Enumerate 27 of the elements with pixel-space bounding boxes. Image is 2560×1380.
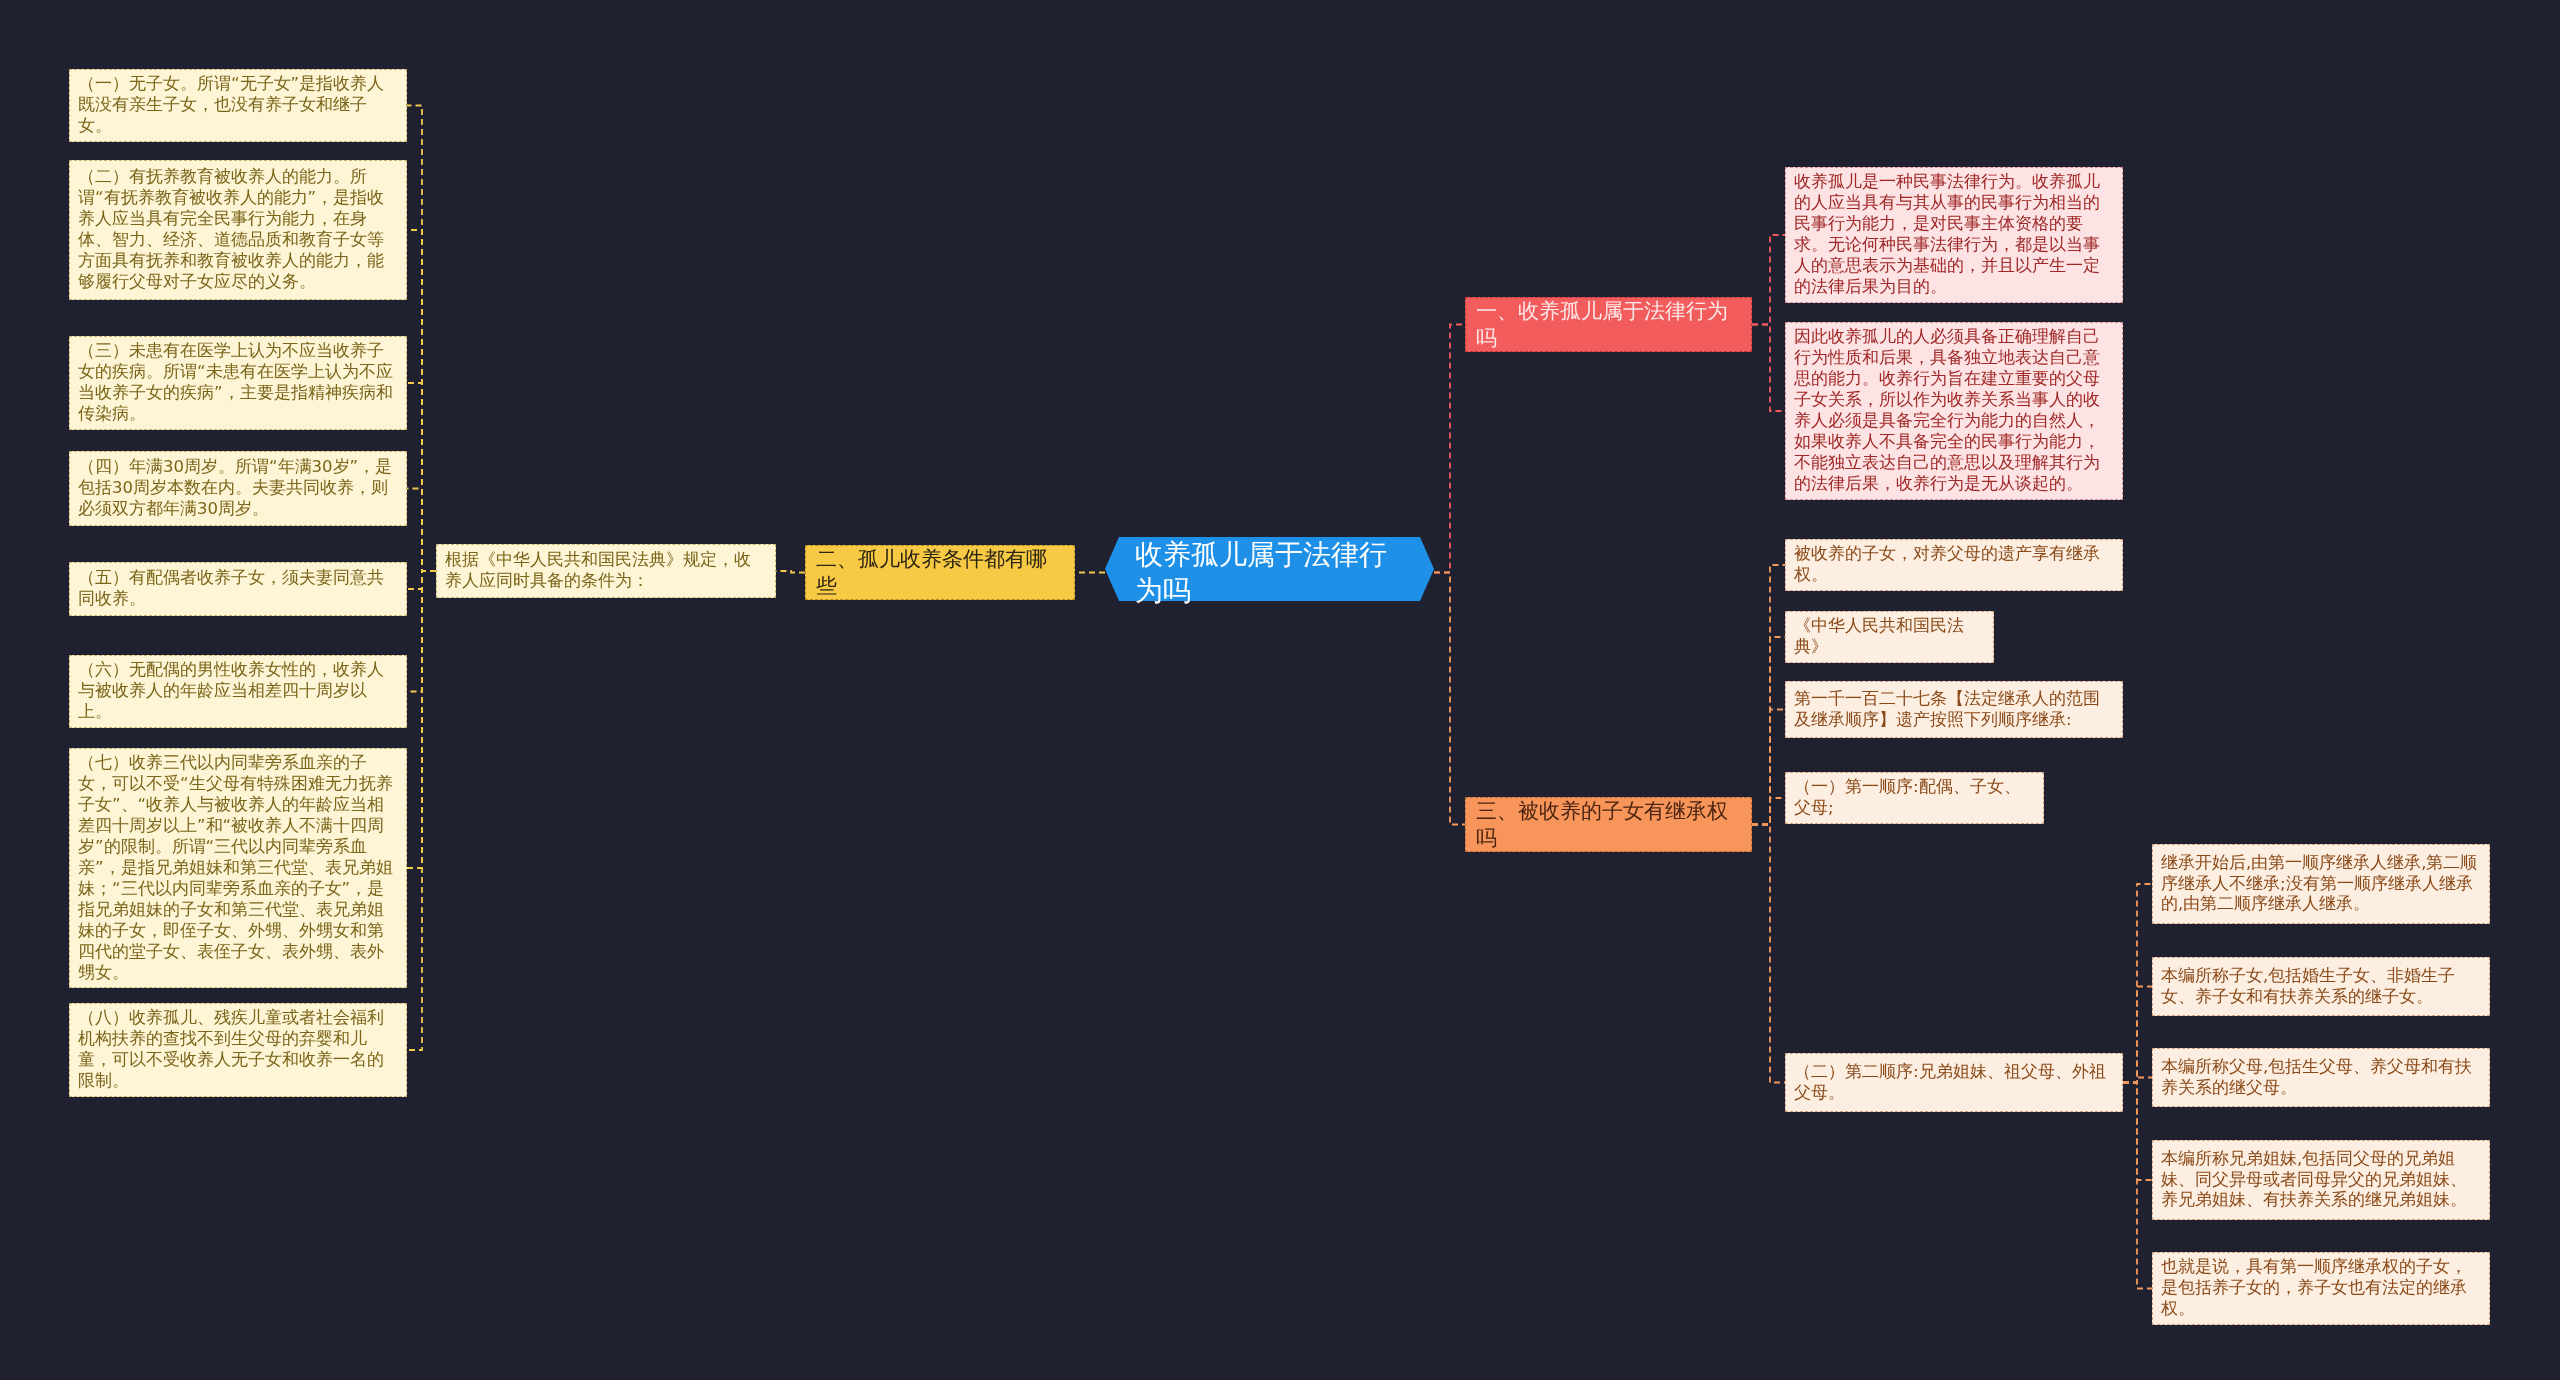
text-card: （八）收养孤儿、残疾儿童或者社会福利机构扶养的查找不到生父母的弃婴和儿童，可以不受收养人无子女和收养一名的限制。 xyxy=(69,1003,407,1097)
connector-line xyxy=(1433,571,1466,826)
text-card: （七）收养三代以内同辈旁系血亲的子女，可以不受“生父母有特殊困难无力抚养子女”、“收养人与被收养人的年龄应当相差四十周岁以上”和“被收养人不满十四周岁”的限制。所谓“三代以内同辈旁系血亲”，是指兄弟姐妹和第三代堂、表兄弟姐妹；“三代以内同辈旁系血亲的子女”，是指兄弟姐妹的子女和第三代堂、表兄弟姐妹的子女，即侄子女、外甥、外甥女和第四代的堂子女、表侄子女、表外甥、表外甥女。 xyxy=(69,748,407,989)
central-topic-text: 收养孤儿属于法律行为吗 xyxy=(1135,537,1388,609)
text-card: 本编所称子女,包括婚生子女、非婚生子女、养子女和有扶养关系的继子女。 xyxy=(2152,957,2490,1016)
text-card: （二）第二顺序:兄弟姐妹、祖父母、外祖父母。 xyxy=(1785,1053,2123,1112)
text-card: （一）无子女。所谓“无子女”是指收养人既没有亲生子女，也没有养子女和继子女。 xyxy=(69,69,407,142)
text-card: 因此收养孤儿的人必须具备正确理解自己行为性质和后果，具备独立地表达自己意思的能力。收养行为旨在建立重要的父母子女关系，所以作为收养关系当事人的收养人必须是具备完全行为能力的自然人，如果收养人不具备完全的民事行为能力，不能独立表达自己的意思以及理解其行为的法律后果，收养行为是无从谈起的。 xyxy=(1785,322,2123,500)
text-card: （六）无配偶的男性收养女性的，收养人与被收养人的年龄应当相差四十周岁以上。 xyxy=(69,655,407,728)
text-card: 第一千一百二十七条【法定继承人的范围及继承顺序】遗产按照下列顺序继承: xyxy=(1785,681,2123,738)
text-card: 也就是说，具有第一顺序继承权的子女，是包括养子女的，养子女也有法定的继承权。 xyxy=(2152,1252,2490,1325)
topic-box: 一、收养孤儿属于法律行为吗 xyxy=(1465,297,1752,353)
text-card: （一）第一顺序:配偶、子女、父母; xyxy=(1785,772,2044,824)
topic-box: 二、孤儿收养条件都有哪些 xyxy=(805,545,1075,601)
text-card: 根据《中华人民共和国民法典》规定，收养人应同时具备的条件为： xyxy=(436,544,776,598)
text-card: 继承开始后,由第一顺序继承人继承,第二顺序继承人不继承;没有第一顺序继承人继承的,由第二顺序继承人继承。 xyxy=(2152,844,2490,924)
text-card: （五）有配偶者收养子女，须夫妻同意共同收养。 xyxy=(69,562,407,616)
text-card: 被收养的子女，对养父母的遗产享有继承权。 xyxy=(1785,539,2123,591)
text-card: （三）未患有在医学上认为不应当收养子女的疾病。所谓“未患有在医学上认为不应当收养子女的疾病”，主要是指精神疾病和传染病。 xyxy=(69,336,407,430)
text-card: 《中华人民共和国民法典》 xyxy=(1785,611,1994,663)
text-card: 本编所称父母,包括生父母、养父母和有扶养关系的继父母。 xyxy=(2152,1048,2490,1107)
text-card: 收养孤儿是一种民事法律行为。收养孤儿的人应当具有与其从事的民事行为相当的民事行为能力，是对民事主体资格的要求。无论何种民事法律行为，都是以当事人的意思表示为基础的，并且以产生一定的法律后果为目的。 xyxy=(1785,167,2123,303)
text-card: （二）有抚养教育被收养人的能力。所谓“有抚养教育被收养人的能力”，是指收养人应当具有完全民事行为能力，在身体、智力、经济、道德品质和教育子女等方面具有抚养和教育被收养人的能力，能够履行父母对子女应尽的义务。 xyxy=(69,160,407,300)
text-card: （四）年满30周岁。所谓“年满30岁”，是包括30周岁本数在内。夫妻共同收养，则必须双方都年满30周岁。 xyxy=(69,451,407,526)
text-card: 本编所称兄弟姐妹,包括同父母的兄弟姐妹、同父异母或者同母异父的兄弟姐妹、养兄弟姐妹、有扶养关系的继兄弟姐妹。 xyxy=(2152,1140,2490,1220)
topic-box: 三、被收养的子女有继承权吗 xyxy=(1465,797,1752,853)
connector-line xyxy=(2122,1081,2153,1290)
